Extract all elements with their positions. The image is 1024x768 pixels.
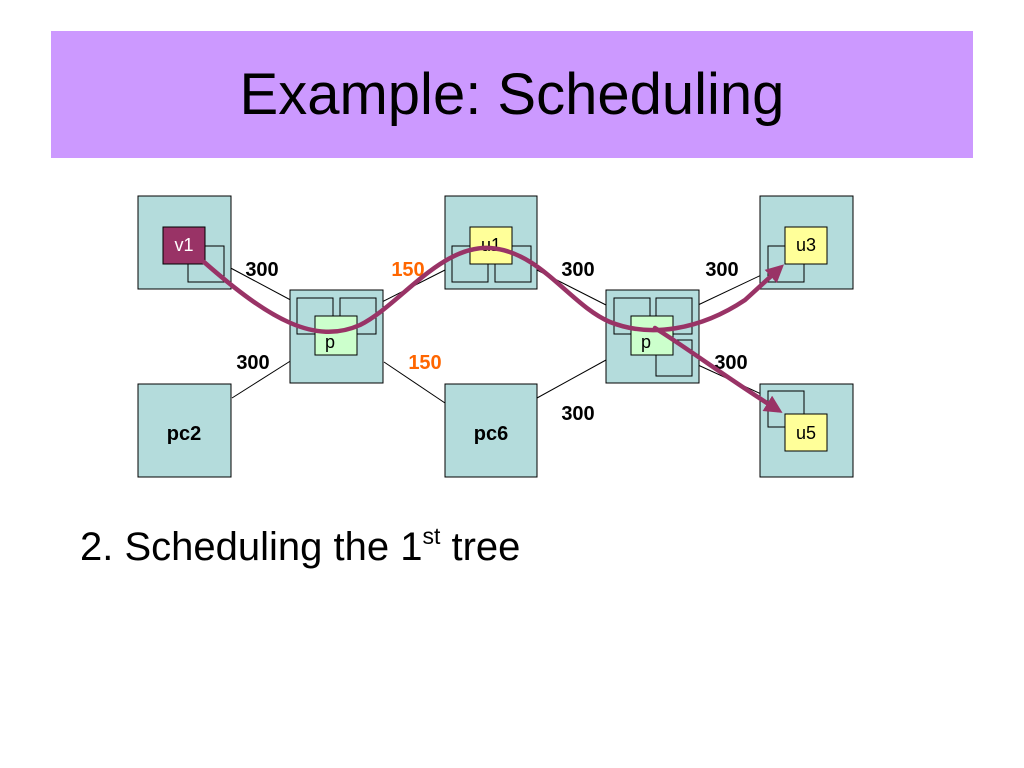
node-p2-label: p [641, 332, 651, 352]
node-p1: p [289, 289, 384, 384]
node-pc2-box [137, 383, 232, 478]
caption-suffix: tree [440, 525, 521, 569]
node-u1-label: u1 [481, 235, 501, 255]
node-v1-badge [162, 226, 206, 265]
node-pc6-label: pc6 [474, 423, 508, 445]
node-u5-badge [784, 413, 828, 452]
link-p1-pc6 [383, 361, 446, 404]
node-v1-label: v1 [174, 235, 193, 255]
node-pc2: pc2 [137, 383, 232, 478]
caption-prefix: 2. Scheduling the 1 [80, 525, 423, 569]
edge-label-p1-pc6: 150 [408, 352, 441, 374]
node-u5-label: u5 [796, 423, 816, 443]
node-pc6: pc6 [444, 383, 538, 478]
edge-label-p2-u3: 300 [705, 259, 738, 281]
link-pc6-p2 [536, 359, 607, 399]
node-p1-label: p [325, 332, 335, 352]
path-p2-to-u5 [652, 325, 783, 413]
title-bar: Example: Scheduling [51, 31, 973, 158]
node-u3-label: u3 [796, 235, 816, 255]
edge-label-u1-p2: 300 [561, 259, 594, 281]
link-pc2-p1 [231, 359, 293, 399]
edge-label-pc2-p1: 300 [236, 352, 269, 374]
link-v1-p1 [224, 264, 301, 306]
node-p2: p [605, 289, 700, 384]
scheduling-path [201, 245, 784, 413]
caption-superscript: st [422, 523, 441, 549]
node-u1: u1 [444, 195, 538, 290]
edge-labels: 300 150 300 300 300 150 300 300 [236, 259, 747, 425]
node-u5: u5 [759, 383, 854, 478]
edge-label-p1-u1: 150 [391, 259, 424, 281]
node-p1-badge [314, 315, 358, 356]
edge-label-p2-u5: 300 [714, 352, 747, 374]
node-pc2-label: pc2 [167, 423, 201, 445]
edge-label-pc6-p2: 300 [561, 403, 594, 425]
slide-caption: 2. Scheduling the 1st tree [80, 523, 521, 570]
node-u1-badge [469, 226, 513, 265]
node-u3-badge [784, 226, 828, 265]
node-pc6-box [444, 383, 538, 478]
edge-label-v1-p1: 300 [245, 259, 278, 281]
slide-title: Example: Scheduling [239, 62, 785, 127]
